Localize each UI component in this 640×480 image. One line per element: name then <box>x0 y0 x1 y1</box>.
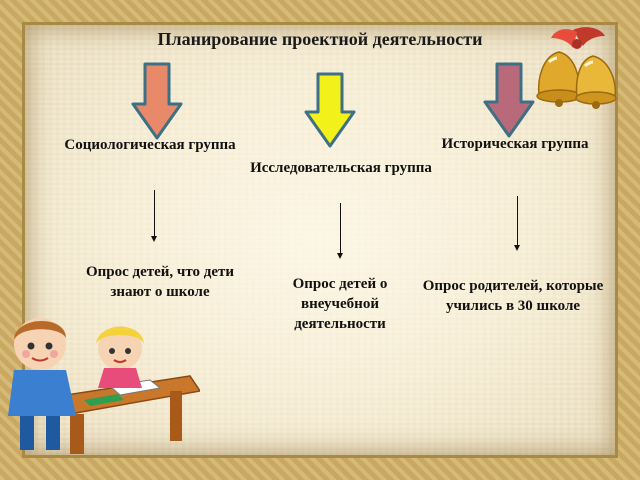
group-label-sociological: Социологическая группа <box>64 137 236 153</box>
group-label-research: Исследовательская группа <box>250 160 432 176</box>
connector-arrowhead-left <box>151 236 157 242</box>
arrow-down-icon-middle <box>304 72 356 148</box>
task-text-historical: Опрос родителей, которые учились в 30 шк… <box>422 278 604 314</box>
connector-arrowhead-right <box>514 245 520 251</box>
page-title: Планирование проектной деятельности <box>157 29 483 49</box>
group-label-historical: Историческая группа <box>441 136 589 152</box>
connector-line-right <box>517 196 518 245</box>
task-text-sociological: Опрос детей, что дети знают о школе <box>85 264 235 300</box>
children-at-desk-illustration <box>8 318 200 454</box>
connector-line-left <box>154 190 155 236</box>
arrow-down-icon-left <box>131 62 183 140</box>
connector-line-middle <box>340 203 341 253</box>
connector-arrowhead-middle <box>337 253 343 259</box>
task-text-research: Опрос детей о внеучебной деятельности <box>292 276 388 332</box>
bells-icon <box>536 27 617 109</box>
arrow-down-icon-right <box>483 62 535 138</box>
